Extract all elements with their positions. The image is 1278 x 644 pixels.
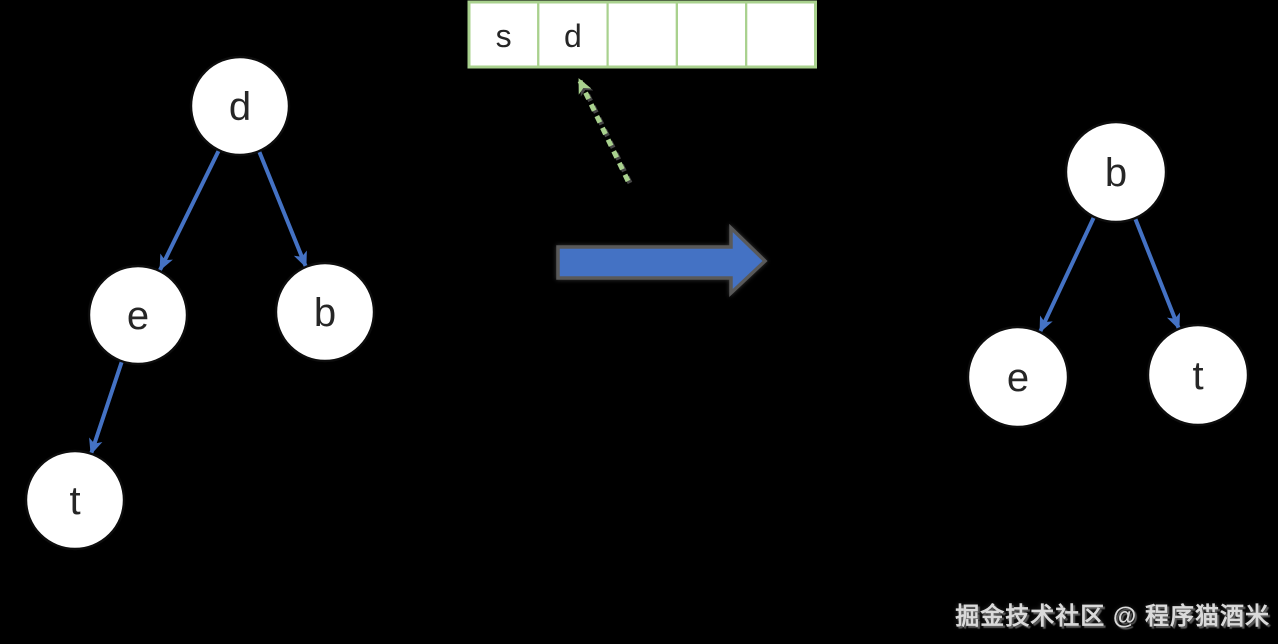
array-cell-1-label: d (564, 18, 582, 54)
after-node-b-circle (1064, 120, 1168, 224)
after-node-e-circle (966, 325, 1070, 429)
after-node-e-label: e (1007, 356, 1029, 400)
array-outline (467, 0, 817, 69)
edge-d-to-b (257, 150, 308, 268)
array-cell-3 (675, 0, 748, 69)
array-cell-2 (606, 0, 678, 69)
char-array: s d (467, 0, 817, 69)
array-pointer-dashed-arrow (576, 77, 631, 183)
before-node-b-circle (274, 261, 376, 363)
watermark-text: 掘金技术社区 @ 程序猫酒米 (955, 603, 1270, 630)
before-node-t-circle (24, 449, 126, 551)
before-node-t-label: t (69, 479, 80, 523)
before-node-e-circle (87, 264, 189, 366)
array-cell-4 (745, 0, 817, 69)
before-node-d-label: d (229, 85, 251, 129)
edge-b-to-t (1133, 217, 1181, 330)
before-node-b-label: b (314, 291, 336, 335)
after-tree: b e t (966, 120, 1250, 429)
edge-b-to-e (1038, 216, 1096, 333)
transform-right-arrow (556, 223, 768, 298)
before-tree: d e b t (24, 55, 376, 551)
watermark: 掘金技术社区 @ 程序猫酒米 (955, 596, 1270, 631)
array-cell-1 (537, 0, 609, 69)
after-node-t-label: t (1192, 354, 1203, 398)
before-node-d-circle (189, 55, 291, 157)
array-cell-0-label: s (496, 18, 512, 54)
before-node-e-label: e (127, 294, 149, 338)
edge-d-to-e (158, 149, 221, 271)
after-node-t-circle (1146, 323, 1250, 427)
edge-e-to-t (89, 360, 124, 455)
after-node-b-label: b (1105, 151, 1127, 195)
